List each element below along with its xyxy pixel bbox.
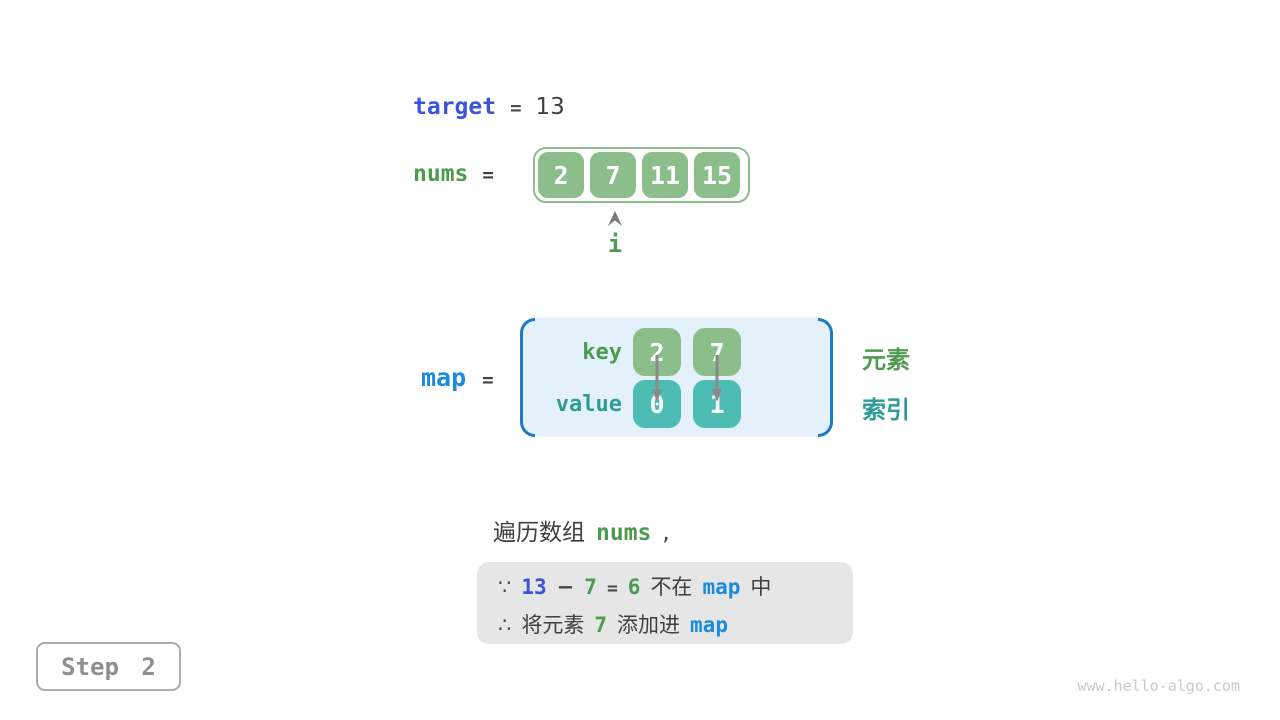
caption-line: 遍历数组 nums , — [493, 513, 670, 547]
array-cell: 7 — [590, 152, 636, 198]
map-value-cell: 1 — [693, 380, 741, 428]
watermark-text: www.hello-algo.com — [1077, 677, 1240, 695]
step-badge: Step 2 — [36, 642, 181, 691]
equals-sign: = — [482, 369, 494, 391]
map-value-cell: 0 — [633, 380, 681, 428]
not-in-text: 不在 — [650, 575, 693, 599]
map-container: key value 2 7 0 1 — [520, 318, 833, 437]
minuend: 13 — [521, 575, 547, 599]
equals-sign: = — [510, 97, 522, 119]
note-line-therefore: ∴ 将元素 7 添加进 map — [498, 607, 853, 643]
equals-sign: = — [482, 164, 494, 186]
value-row-label: value — [555, 392, 622, 417]
array-cell: 2 — [538, 152, 584, 198]
caption-code-nums: nums — [596, 520, 652, 546]
reasoning-note-box: ∵ 13 − 7 = 6 不在 map 中 ∴ 将元素 7 添加进 map — [477, 562, 853, 644]
element-token: 7 — [594, 613, 608, 637]
therefore-symbol: ∴ — [498, 613, 512, 637]
index-pointer-label: i — [607, 230, 623, 258]
subtrahend: 7 — [584, 575, 597, 599]
key-row-label: key — [582, 340, 622, 365]
prefix-text: 将元素 — [521, 613, 585, 637]
action-text: 添加进 — [617, 613, 681, 637]
because-symbol: ∵ — [498, 575, 512, 599]
map-assignment: map = — [421, 363, 494, 392]
key-to-value-arrow-icon — [652, 355, 662, 402]
target-value: 13 — [535, 94, 565, 120]
nums-array: 2 7 11 15 — [533, 147, 750, 203]
note-line-because: ∵ 13 − 7 = 6 不在 map 中 — [498, 569, 853, 607]
element-side-label: 元素 — [862, 346, 910, 374]
array-cell: 15 — [694, 152, 740, 198]
map-variable: map — [421, 363, 467, 392]
key-to-value-arrow-icon — [712, 355, 722, 402]
target-variable: target — [413, 94, 497, 120]
target-assignment: target = 13 — [413, 94, 565, 120]
map-token: map — [690, 613, 728, 637]
map-token: map — [702, 575, 741, 599]
in-suffix-text: 中 — [750, 575, 772, 599]
difference: 6 — [627, 575, 641, 599]
left-bracket — [520, 318, 535, 437]
nums-assignment: nums = — [413, 161, 494, 187]
array-cell: 11 — [642, 152, 688, 198]
caption-comma: , — [662, 520, 670, 546]
minus-sign: − — [556, 575, 575, 599]
nums-variable: nums — [413, 161, 469, 187]
caption-text: 遍历数组 — [493, 520, 585, 546]
right-bracket — [818, 318, 833, 437]
equals-sign: = — [606, 578, 618, 599]
index-side-label: 索引 — [862, 396, 910, 424]
index-pointer-icon — [608, 211, 622, 226]
